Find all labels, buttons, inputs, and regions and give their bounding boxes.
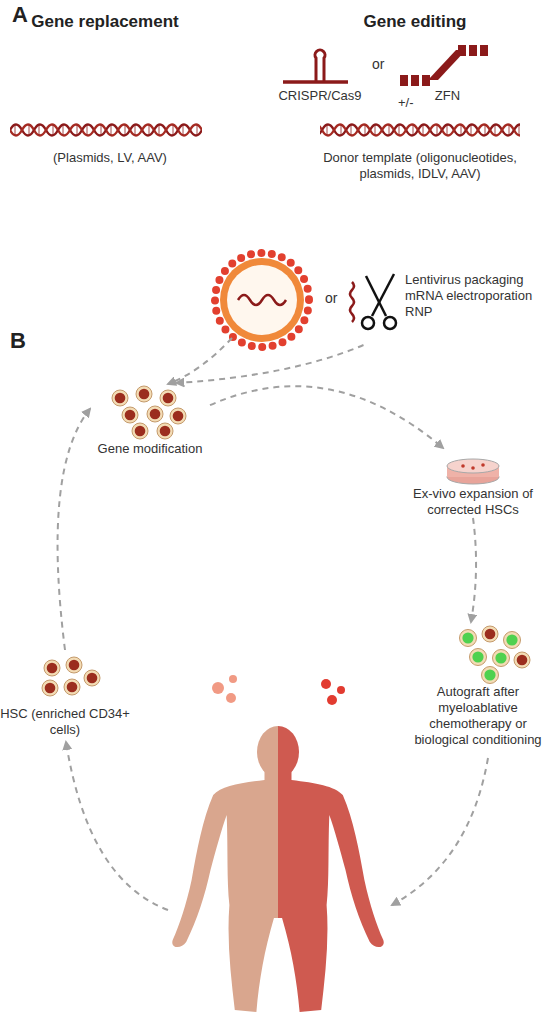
dna-vector: (Plasmids, LV, AAV) [10, 112, 210, 166]
connector-word: or [372, 56, 392, 72]
zinc-finger [458, 45, 466, 56]
viral-envelope [220, 258, 304, 342]
blood-cell [327, 695, 337, 705]
cycle-arrow [58, 409, 90, 650]
node-text: ZFN [400, 88, 495, 104]
zinc-finger [400, 75, 408, 86]
node-text: Autograft after myeloablative chemothera… [408, 684, 548, 748]
zfn-icon [400, 45, 488, 86]
cell [132, 423, 148, 439]
viral-core [227, 265, 297, 335]
modified-cells [112, 386, 186, 439]
connector-word: or [325, 290, 345, 306]
crispr-icon [283, 50, 348, 82]
corrected-cells [460, 626, 531, 684]
cell [482, 626, 498, 642]
dna-helix [320, 118, 520, 142]
corrected-cell [504, 632, 521, 649]
panel-letter: B [10, 328, 40, 354]
zinc-finger [411, 75, 419, 86]
cell [136, 386, 152, 402]
diseased-blood-cells [212, 675, 237, 703]
cell-stage: Ex-vivo expansion of corrected HSCs [398, 448, 548, 518]
cell-stage: Autograft after myeloablative chemothera… [408, 622, 548, 748]
node-text: Donor template (oligonucleotides, plasmi… [305, 150, 535, 182]
cell [64, 679, 80, 695]
flow-arrows [66, 338, 488, 910]
cell [42, 680, 58, 696]
column-heading: Gene replacement [5, 12, 205, 32]
cell [66, 657, 82, 673]
cell [514, 652, 530, 668]
hsc-cells [42, 657, 100, 696]
dish-rim [447, 459, 499, 473]
cycle-arrow [176, 345, 363, 383]
scissor-blade [366, 276, 386, 316]
healthy-blood-cells [321, 679, 345, 705]
culture-cell [471, 466, 475, 470]
zinc-finger [422, 75, 430, 86]
zinc-finger [469, 45, 477, 56]
patient-body-left [172, 726, 278, 1012]
cell [147, 406, 163, 422]
petri-dish [447, 459, 499, 484]
donor-template: Donor template (oligonucleotides, plasmi… [305, 112, 535, 182]
cell [112, 390, 128, 406]
hairpin-loop [315, 50, 325, 82]
scissor-handle [362, 317, 374, 329]
cycle-arrow [471, 518, 476, 622]
cell-stage: Gene modification [90, 383, 210, 457]
culture-cell [481, 463, 485, 467]
blood-cell [321, 679, 331, 689]
harvest-arrow [66, 742, 168, 910]
cell [122, 407, 138, 423]
scissors-icon [362, 274, 396, 329]
node-text: Gene modification [90, 441, 210, 457]
dna-helix [10, 118, 202, 142]
cell [170, 408, 186, 424]
patient-body-right [278, 726, 384, 1012]
node-text: Ex-vivo expansion of corrected HSCs [398, 486, 548, 518]
blood-cell [212, 682, 224, 694]
nuclease-icon: ZFN [400, 44, 495, 104]
rna-strand [350, 282, 354, 322]
corrected-cell [470, 649, 487, 666]
delivery-method: Lentivirus packaging mRNA electroporatio… [215, 250, 545, 345]
corrected-cell [460, 630, 477, 647]
culture-cell [461, 464, 465, 468]
delivery-arrow [168, 338, 232, 384]
blood-cell [337, 686, 345, 694]
blood-cell [229, 675, 237, 683]
viral-genome [238, 295, 286, 305]
blood-cell [226, 693, 236, 703]
corrected-cell [482, 667, 499, 684]
scissor-handle [384, 317, 396, 329]
node-text: (Plasmids, LV, AAV) [10, 150, 210, 166]
cell-stage: HSC (enriched CD34+ cells) [0, 650, 130, 738]
node-text: HSC (enriched CD34+ cells) [0, 706, 130, 738]
option-symbol: +/- [398, 95, 428, 110]
cell [157, 423, 173, 439]
envelope-spikes [215, 253, 309, 347]
column-heading: Gene editing [315, 12, 515, 32]
viral-particle [215, 253, 309, 347]
node-text: Lentivirus packaging mRNA electroporatio… [405, 272, 545, 320]
cell [44, 660, 60, 676]
cell [160, 390, 176, 406]
autograft-arrow [392, 758, 488, 905]
zinc-finger [480, 45, 488, 56]
cycle-arrow [210, 386, 443, 448]
corrected-cell [493, 650, 510, 667]
nuclease-icon: CRISPR/Cas9 [275, 44, 365, 104]
node-text: CRISPR/Cas9 [275, 88, 365, 104]
cell [84, 670, 100, 686]
